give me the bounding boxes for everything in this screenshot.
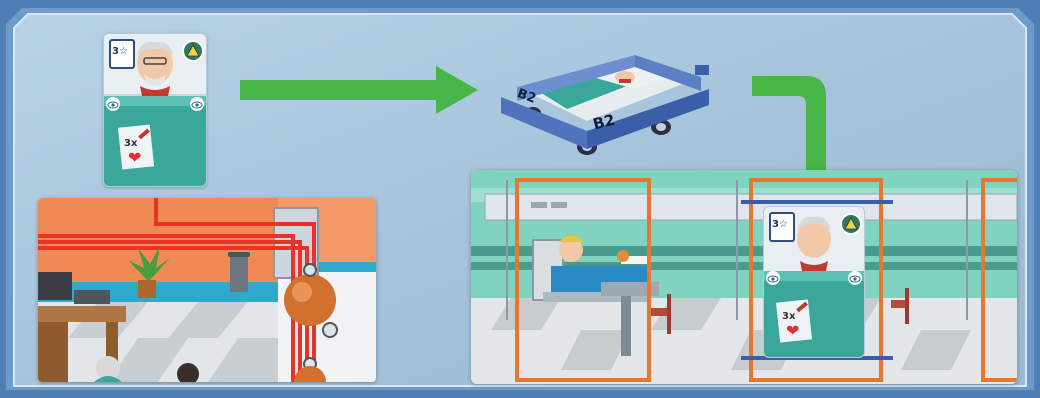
- hospital-room-scene: [38, 198, 376, 382]
- stars-label: 3☆: [772, 219, 788, 230]
- eye-icon: [190, 97, 204, 111]
- heart-icon: ❤: [786, 323, 799, 339]
- star-badge: 3☆: [769, 212, 795, 242]
- placed-patient-card[interactable]: 3☆ 3x ❤: [763, 206, 865, 358]
- hazard-icon: [840, 213, 862, 235]
- star-badge: 3☆: [109, 39, 135, 69]
- bed-tray[interactable]: B2 B2: [495, 47, 715, 157]
- eye-icon: [106, 97, 120, 111]
- heart-icon: ❤: [128, 150, 141, 166]
- eye-icon: [848, 271, 862, 285]
- arrow-right: [240, 64, 480, 116]
- patient-card[interactable]: 3☆ 3x ❤: [103, 33, 207, 187]
- hazard-icon: [182, 40, 204, 62]
- eye-icon: [766, 271, 780, 285]
- stars-label: 3☆: [112, 46, 128, 57]
- hospital-ward-scene: 3☆ 3x ❤: [471, 170, 1017, 384]
